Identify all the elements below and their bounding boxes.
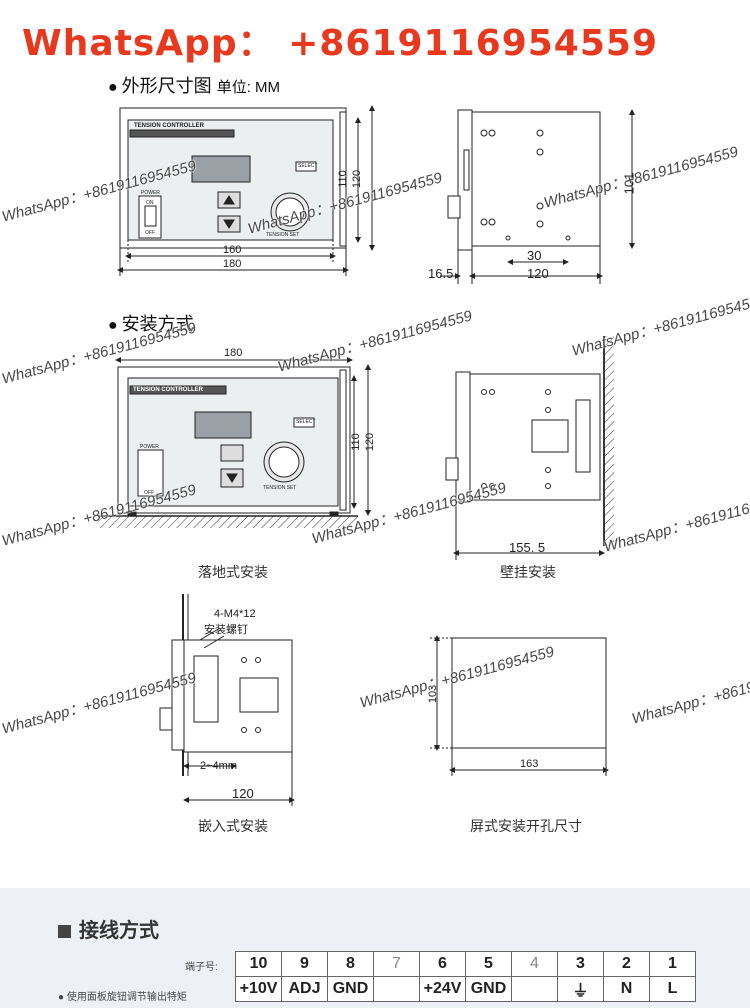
- side-offset: 16.5: [428, 266, 454, 281]
- front-on-label: ON: [146, 200, 154, 206]
- terminal-row-label: 端子号:: [185, 962, 218, 973]
- floor-off-label: OFF: [144, 490, 154, 496]
- terminal-signal: ADJ: [281, 976, 328, 1002]
- front-width-inner: 160: [223, 244, 242, 256]
- front-select-label: SELECT: [298, 163, 318, 169]
- embed-depth: 120: [232, 786, 254, 801]
- terminal-number: 8: [327, 951, 374, 977]
- terminal-signal: GND: [465, 976, 512, 1002]
- floor-install-view: [98, 357, 371, 528]
- terminal-signal-row: +10V ADJ GND +24V GND ⏚ N L: [235, 976, 696, 1002]
- bullet-icon: ●: [108, 317, 118, 334]
- terminal-number-row: 10 9 8 7 6 5 4 3 2 1: [235, 951, 696, 977]
- embed-install-caption: 嵌入式安装: [198, 819, 268, 835]
- wall-install-view: [445, 336, 614, 560]
- embed-gap: 2~4mm: [200, 760, 237, 772]
- front-view: [117, 105, 375, 276]
- side-depth: 120: [527, 266, 549, 281]
- floor-height-inner: 110: [349, 433, 362, 451]
- embed-screw-sub: 安装螺钉: [204, 624, 248, 636]
- embed-install-view: [159, 594, 295, 806]
- technical-drawing: [98, 105, 635, 806]
- terminal-number: 3: [557, 951, 604, 977]
- bullet-icon: ●: [108, 79, 118, 96]
- whatsapp-banner: WhatsApp： +8619116954559: [22, 23, 658, 64]
- floor-panel-name: TENSION CONTROLLER: [133, 387, 203, 393]
- ground-icon: ⏚: [557, 976, 604, 1002]
- front-panel-name: TENSION CONTROLLER: [134, 123, 204, 129]
- terminal-number: 7: [373, 951, 420, 977]
- wiring-section-title: 接线方式: [58, 914, 159, 943]
- unit-label: 单位: MM: [216, 79, 281, 96]
- floor-install-caption: 落地式安装: [198, 565, 268, 581]
- embed-screw-label: 4-M4*12: [214, 608, 256, 620]
- terminal-signal: +10V: [235, 976, 282, 1002]
- floor-power-label: POWER: [140, 444, 159, 450]
- side-mid: 30: [527, 248, 542, 263]
- floor-select-label: SELECT: [296, 419, 316, 425]
- front-width-outer: 180: [223, 258, 242, 270]
- dimensions-section-title: ●外形尺寸图 单位: MM: [108, 72, 280, 98]
- front-height-inner: 110: [336, 170, 349, 188]
- wiring-title-text: 接线方式: [79, 920, 159, 942]
- terminal-number: 5: [465, 951, 512, 977]
- terminal-number: 9: [281, 951, 328, 977]
- square-bullet-icon: [58, 925, 71, 938]
- front-knob-label: TENSION SET: [266, 232, 300, 238]
- terminal-signal: [373, 976, 420, 1002]
- front-height-outer: 120: [351, 169, 364, 189]
- cutout-caption: 屏式安装开孔尺寸: [470, 819, 582, 835]
- floor-knob-label: TENSION SET: [263, 485, 297, 491]
- terminal-note: ● 使用面板旋钮调节输出特矩: [58, 992, 187, 1003]
- installation-title-text: 安装方式: [121, 314, 194, 334]
- dimensions-title-text: 外形尺寸图: [121, 76, 212, 96]
- terminal-signal: +24V: [419, 976, 466, 1002]
- terminal-signal: N: [603, 976, 650, 1002]
- terminal-signal: GND: [327, 976, 374, 1002]
- wall-install-caption: 壁挂安装: [500, 565, 556, 581]
- terminal-signal: L: [649, 976, 696, 1002]
- wall-depth: 155. 5: [509, 540, 546, 555]
- terminal-number: 6: [419, 951, 466, 977]
- terminal-number: 1: [649, 951, 696, 977]
- terminal-table: 10 9 8 7 6 5 4 3 2 1 +10V ADJ GND +24V G…: [235, 951, 696, 1002]
- terminal-number: 10: [235, 951, 282, 977]
- cutout-width: 163: [520, 758, 539, 770]
- front-off-label: OFF: [145, 230, 155, 236]
- floor-width: 180: [224, 347, 243, 359]
- terminal-signal: [511, 976, 558, 1002]
- terminal-number: 4: [511, 951, 558, 977]
- front-power-label: POWER: [141, 190, 160, 196]
- installation-section-title: ●安装方式: [108, 310, 194, 336]
- terminal-number: 2: [603, 951, 650, 977]
- floor-height-outer: 120: [364, 432, 377, 452]
- side-view: [440, 109, 635, 284]
- cutout-view: [430, 635, 609, 776]
